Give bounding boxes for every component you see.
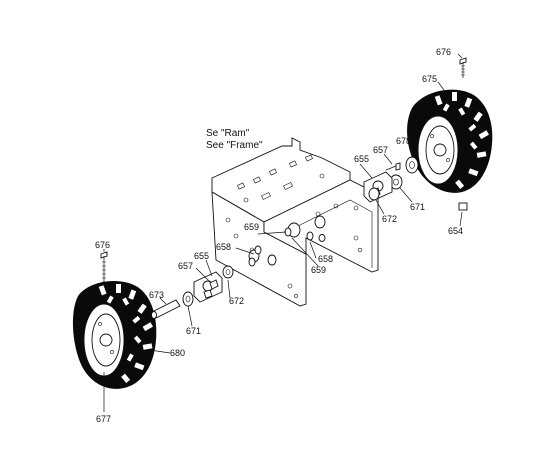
- callout-658-top: 658: [216, 242, 231, 252]
- callout-654: 654: [448, 226, 463, 236]
- callout-677: 677: [96, 414, 111, 424]
- callout-675: 675: [422, 74, 437, 84]
- left-hardware: [100, 245, 262, 319]
- leader-lines: [103, 53, 463, 412]
- callout-671-right: 671: [410, 202, 425, 212]
- callout-672-left: 672: [229, 296, 244, 306]
- note-line-1: Se "Ram": [206, 128, 250, 139]
- note-line-2: See "Frame": [206, 140, 263, 151]
- callout-676-right: 676: [436, 47, 451, 57]
- callout-655-right: 655: [354, 154, 369, 164]
- right-wheel: [407, 89, 493, 193]
- callout-673: 673: [149, 290, 164, 300]
- callout-657-right: 657: [373, 145, 388, 155]
- callout-680: 680: [170, 348, 185, 358]
- left-wheel: [72, 281, 157, 389]
- right-hardware: [284, 57, 468, 241]
- callout-655-left: 655: [194, 251, 209, 261]
- callout-678: 678: [396, 136, 411, 146]
- callout-671-left: 671: [186, 326, 201, 336]
- callout-658-bottom: 658: [318, 254, 333, 264]
- callout-659-top: 659: [244, 222, 259, 232]
- callout-676-left: 676: [95, 240, 110, 250]
- callout-672-right: 672: [382, 214, 397, 224]
- callout-659-bottom: 659: [311, 265, 326, 275]
- callout-657-left: 657: [178, 261, 193, 271]
